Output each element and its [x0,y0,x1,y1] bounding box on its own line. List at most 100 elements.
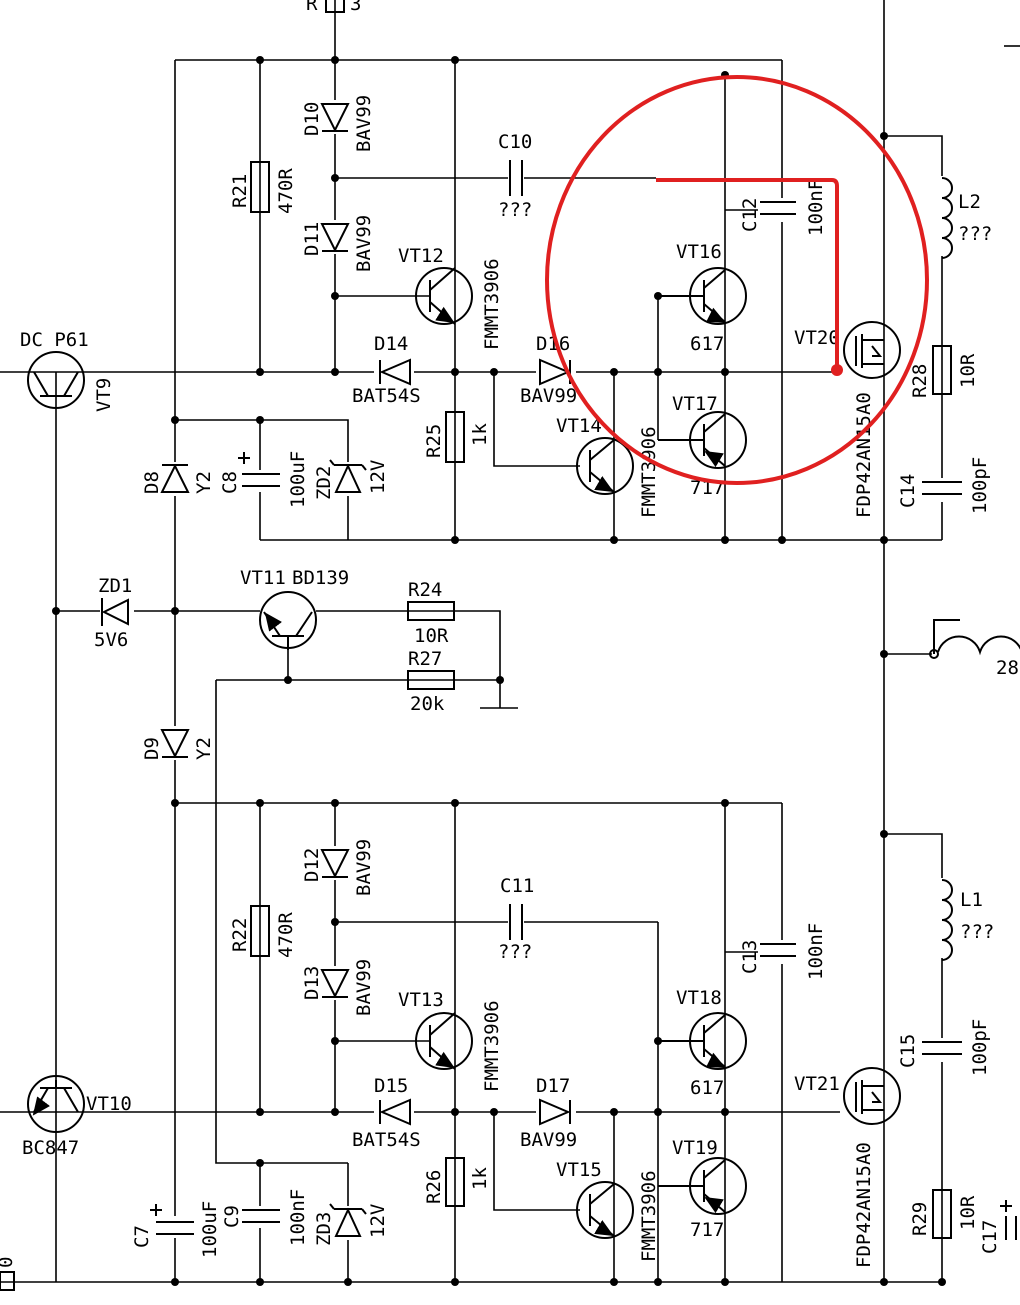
capacitor-c12: C12 100nF [725,179,827,236]
svg-text:100uF: 100uF [287,451,309,508]
svg-text:717: 717 [690,1219,724,1241]
svg-text:470R: 470R [275,912,297,958]
resistor-r-top: R 3 [306,0,361,15]
svg-text:D8: D8 [141,471,163,494]
svg-text:FMMT3906: FMMT3906 [481,258,503,350]
svg-text:10R: 10R [957,1195,979,1230]
transistor-vt12: VT12 FMMT3906 [398,245,503,350]
svg-text:C11: C11 [500,875,534,897]
svg-text:R28: R28 [909,364,931,398]
capacitor-c9: 100uF C9 100nF [199,1189,309,1258]
svg-text:100nF: 100nF [805,179,827,236]
svg-text:???: ??? [958,223,992,245]
svg-text:D11: D11 [301,222,323,256]
svg-text:VT19: VT19 [672,1137,718,1159]
svg-text:VT20: VT20 [794,327,840,349]
svg-text:FMMT3906: FMMT3906 [638,1170,660,1262]
resistor-r25: R25 1k [423,411,491,463]
svg-text:FMMT3906: FMMT3906 [481,1000,503,1092]
capacitor-c10: C10 ??? [498,131,532,221]
svg-text:VT16: VT16 [676,241,722,263]
svg-text:20k: 20k [410,693,445,715]
capacitor-c17: C17 [979,1200,1017,1254]
annotation-dot [831,364,843,376]
resistor-r28: R28 10R [909,345,979,398]
svg-text:BAV99: BAV99 [353,215,375,272]
svg-text:BAV99: BAV99 [353,95,375,152]
diode-d14: D14 BAT54S [352,333,421,407]
svg-text:???: ??? [960,921,994,943]
svg-text:L2: L2 [958,191,981,213]
capacitor-c8: C8 100uF [219,451,309,508]
svg-text:C15: C15 [897,1034,919,1068]
transistor-vt16: VT16 617 [658,241,747,355]
svg-text:D17: D17 [536,1075,570,1097]
svg-text:100pF: 100pF [969,1019,991,1076]
svg-text:VT9: VT9 [93,378,115,412]
diode-d17: D17 BAV99 [520,1075,577,1151]
svg-text:R26: R26 [423,1170,445,1204]
annotation-line [656,178,839,370]
svg-text:470R: 470R [275,168,297,214]
transistor-vt15: VT15 FMMT3906 [556,1159,660,1262]
svg-text:VT12: VT12 [398,245,444,267]
svg-text:R27: R27 [408,648,442,670]
resistor-r21: R21 470R [229,161,297,214]
transistor-vt19: VT19 717 [658,1137,747,1241]
svg-text:BC847: BC847 [22,1137,79,1159]
svg-text:C17: C17 [979,1220,1001,1254]
svg-text:100uF: 100uF [199,1201,221,1258]
diode-d9: D9 Y2 [141,726,215,760]
svg-text:R: R [306,0,318,15]
transistor-vt14: VT14 FMMT3906 [556,415,660,518]
svg-text:FMMT3906: FMMT3906 [638,426,660,518]
svg-text:100nF: 100nF [287,1189,309,1246]
edge-terminal-left: 0 [0,1257,17,1291]
svg-text:12V: 12V [367,460,389,494]
diode-d12: D12 BAV99 [301,839,375,896]
svg-text:D9: D9 [141,737,163,760]
diode-d11: D11 BAV99 [301,215,375,272]
inductor-l2: L2 ??? [930,176,992,259]
svg-text:FDP42AN15A0: FDP42AN15A0 [853,1142,875,1268]
transistor-vt11: VT11 BD139 [240,567,349,650]
svg-text:VT10: VT10 [86,1093,132,1115]
svg-text:D14: D14 [374,333,408,355]
svg-text:C7: C7 [131,1225,153,1248]
svg-text:C13: C13 [739,940,761,974]
capacitor-c7: C7 [131,1204,196,1248]
diode-d15: D15 BAT54S [352,1075,421,1151]
svg-text:BAT54S: BAT54S [352,1129,421,1151]
zener-zd2: ZD2 12V [313,459,389,500]
svg-text:5V6: 5V6 [94,629,128,651]
svg-text:100nF: 100nF [805,923,827,980]
transistor-vt10: VT10 BC847 [22,1075,132,1159]
svg-text:BAV99: BAV99 [520,1129,577,1151]
svg-text:3: 3 [350,0,361,15]
svg-text:BD139: BD139 [292,567,349,589]
svg-text:VT15: VT15 [556,1159,602,1181]
svg-text:Y2: Y2 [193,471,215,494]
svg-text:R25: R25 [423,424,445,458]
svg-text:10R: 10R [414,625,449,647]
svg-text:ZD2: ZD2 [313,466,335,500]
svg-text:28: 28 [996,657,1019,679]
annotation-circle [545,75,929,485]
svg-text:???: ??? [498,941,532,963]
resistor-r27: R27 20k [407,648,455,715]
svg-text:Y2: Y2 [193,737,215,760]
mosfet-vt21: VT21 FDP42AN15A0 [794,1067,901,1268]
svg-text:C8: C8 [219,471,241,494]
svg-text:D16: D16 [536,333,570,355]
svg-text:VT13: VT13 [398,989,444,1011]
svg-text:1k: 1k [469,423,491,446]
inductor-l1: L1 ??? [930,878,994,961]
svg-text:C9: C9 [221,1205,243,1228]
svg-text:100pF: 100pF [969,457,991,514]
svg-text:ZD3: ZD3 [313,1212,335,1246]
svg-text:R29: R29 [909,1202,931,1236]
capacitor-c13: C13 100nF [725,923,827,980]
svg-text:R22: R22 [229,918,251,952]
diode-d13: D13 BAV99 [301,959,375,1016]
